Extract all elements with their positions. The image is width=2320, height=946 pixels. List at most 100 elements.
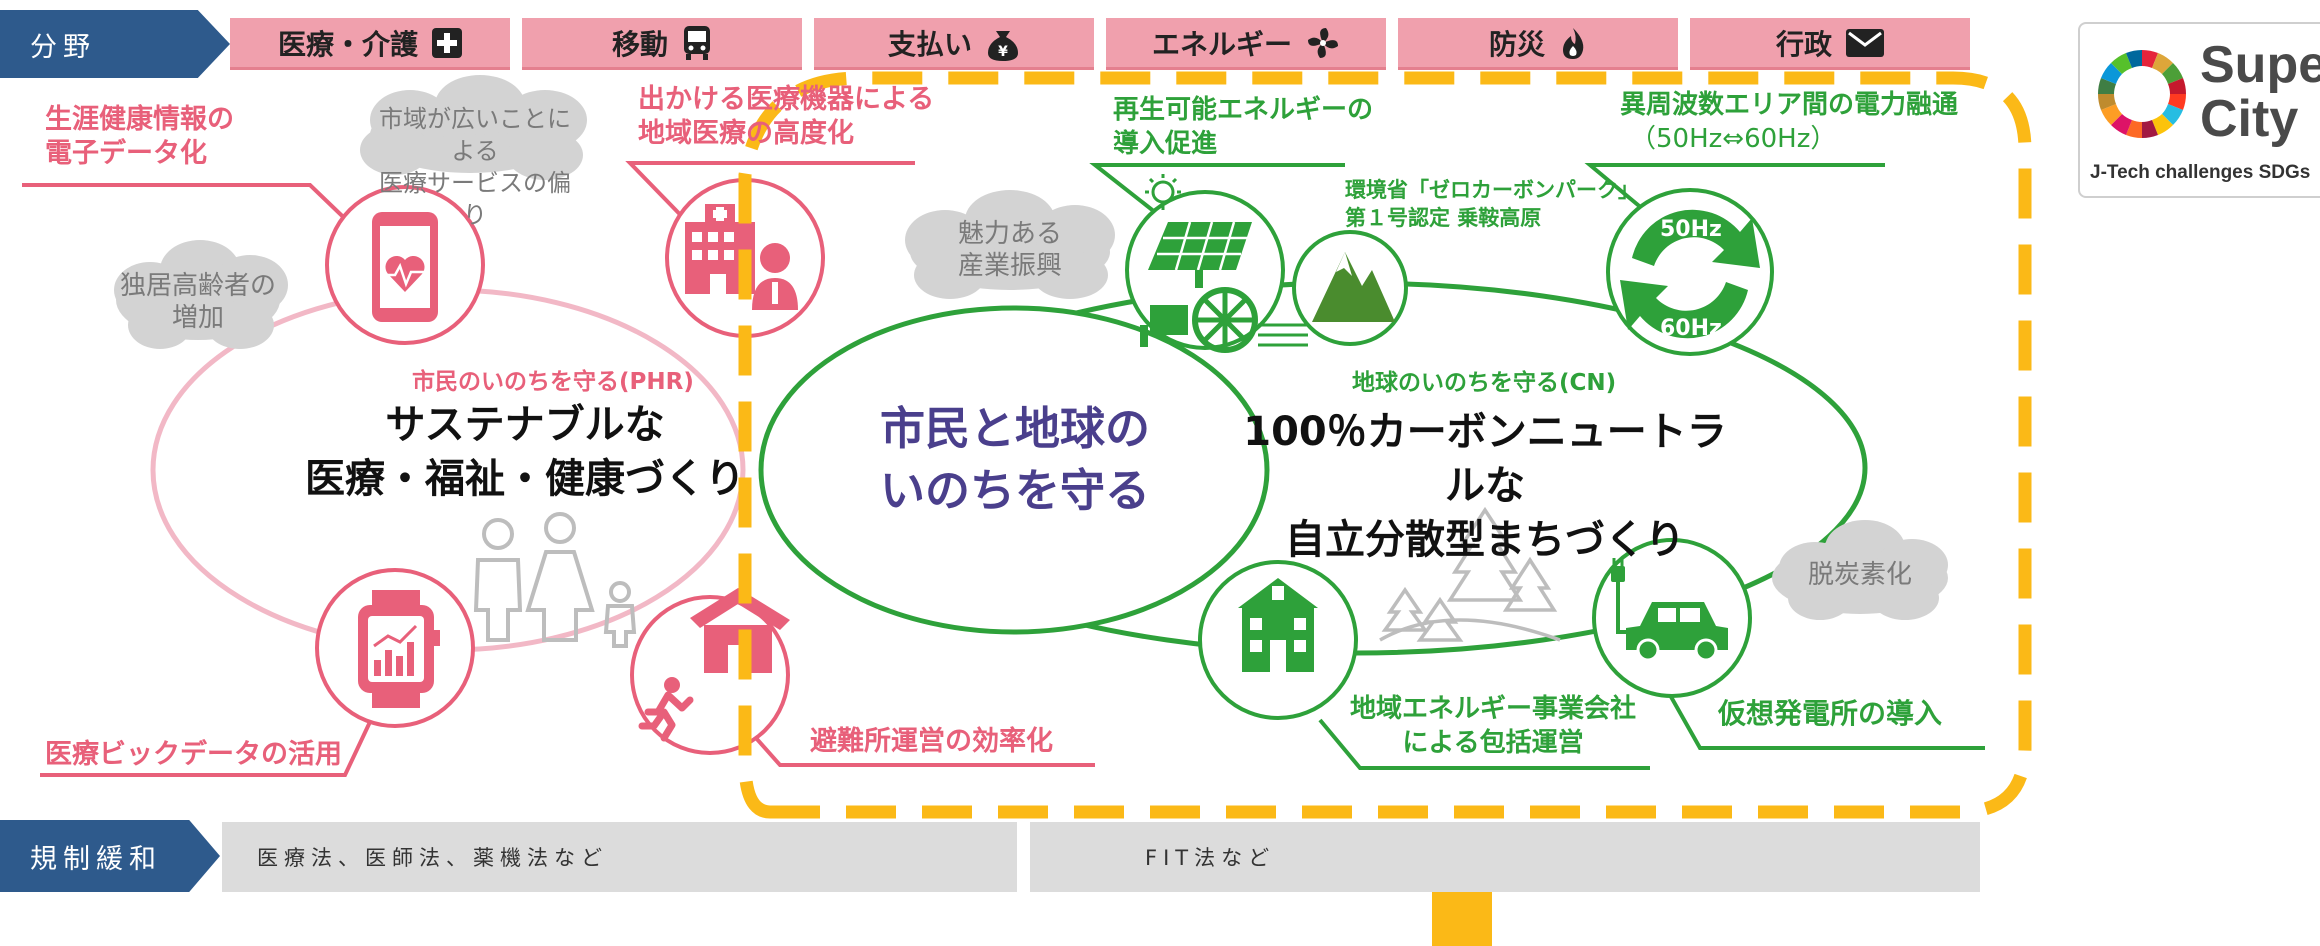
kisei-label-text: 規制緩和 — [30, 843, 162, 875]
mail-icon — [1846, 28, 1884, 57]
tab-payment[interactable]: 支払い ¥ — [814, 18, 1094, 70]
kisei-label: 規制緩和 — [0, 820, 220, 892]
tab-disaster-prevention[interactable]: 防災 — [1398, 18, 1678, 70]
logo-tagline: J-Tech challenges SDGs — [2090, 162, 2311, 183]
hz50-label: 50Hz — [1660, 217, 1722, 242]
regulation-box-medical: 医療法、医師法、薬機法など — [222, 822, 1017, 892]
tab-label: 支払い — [887, 27, 972, 61]
regulation-text: 医療法、医師法、薬機法など — [257, 846, 608, 870]
item-health-data: 生涯健康情報の 電子データ化 — [45, 103, 234, 171]
item-frequency-interchange: 異周波数エリア間の電力融通 （50Hz⇔60Hz） — [1620, 88, 1958, 156]
text-line: いのちを守る — [879, 464, 1150, 517]
frequency-arrows-icon — [1620, 209, 1760, 339]
tab-label: 行政 — [1775, 27, 1832, 61]
text-line: 市域が広いことによる — [379, 105, 571, 165]
mountain-icon — [1312, 252, 1395, 322]
cloud-industry — [905, 190, 1115, 299]
logo-super: Super — [2200, 36, 2320, 94]
item-virtual-power-plant: 仮想発電所の導入 — [1718, 697, 1943, 730]
phone-heart-icon — [372, 212, 438, 322]
right-main-title: 100％カーボンニュートラルな 自立分散型まちづくり — [1230, 405, 1740, 567]
text-line: 異周波数エリア間の電力融通 — [1620, 90, 1959, 120]
text-line: 環境省「ゼロカーボンパーク」 — [1345, 178, 1639, 202]
connector-line — [1668, 694, 1985, 750]
center-title: 市民と地球の いのちを守る — [830, 398, 1200, 522]
center-ellipse — [758, 305, 1270, 635]
text-line: 医療サービスの偏り — [379, 169, 571, 229]
connector-line — [1584, 163, 1885, 217]
cloud-elderly — [114, 240, 288, 349]
connector-line — [22, 183, 364, 237]
item-regional-energy-company: 地域エネルギー事業会社 による包括運営 — [1350, 692, 1636, 760]
yen-bag-icon: ¥ — [988, 30, 1018, 61]
cloud-elderly-text: 独居高齢者の 増加 — [118, 270, 278, 334]
solar-waterwheel-icon — [1140, 174, 1308, 353]
sdgs-wheel-icon — [2098, 49, 2186, 139]
hz60-label: 60Hz — [1660, 316, 1722, 341]
tab-energy[interactable]: エネルギー — [1106, 18, 1386, 70]
flame-icon — [1563, 27, 1584, 59]
cloud-medical-access — [360, 75, 587, 180]
logo-city: City — [2200, 90, 2299, 148]
medical-cross-icon — [432, 27, 462, 58]
text-line: 医療・福祉・健康づくり — [305, 456, 745, 502]
text-line: 産業振興 — [957, 251, 1062, 281]
regulation-box-fit: FIT法など — [1030, 822, 1980, 892]
text-line: 出かける医療機器による — [638, 84, 935, 115]
text-line: 再生可能エネルギーの — [1113, 95, 1374, 125]
connector-line — [1318, 718, 1650, 770]
bunya-label: 分野 — [0, 10, 230, 78]
left-main-title: サステナブルな 医療・福祉・健康づくり — [300, 398, 750, 506]
text-line: 導入促進 — [1113, 129, 1218, 159]
phr-label: 市民のいのちを守る(PHR) — [412, 369, 694, 395]
forest-icon — [1379, 506, 1561, 642]
regulation-text: FIT法など — [1145, 846, 1276, 870]
text-line: （50Hz⇔60Hz） — [1630, 124, 1837, 154]
item-shelter-efficiency: 避難所運営の効率化 — [810, 726, 1053, 757]
tab-label: エネルギー — [1151, 27, 1292, 61]
text-line: 地域エネルギー事業会社 — [1350, 694, 1637, 724]
text-line: 第１号認定 乗鞍高原 — [1345, 206, 1542, 230]
text-line: による包括運営 — [1402, 728, 1584, 758]
tab-medical-care[interactable]: 医療・介護 — [230, 18, 510, 70]
super-city-logo: Super City J-Tech challenges SDGs — [2078, 22, 2320, 198]
municipal-building-icon — [1238, 578, 1318, 672]
connector-line — [1089, 163, 1345, 222]
item-zero-carbon-park: 環境省「ゼロカーボンパーク」 第１号認定 乗鞍高原 — [1345, 176, 1639, 232]
bus-icon — [684, 25, 710, 60]
text-line: 増加 — [171, 303, 224, 333]
item-medical-bigdata: 医療ビックデータの活用 — [45, 739, 342, 770]
tab-mobility[interactable]: 移動 — [522, 18, 802, 70]
ev-car-icon — [1611, 558, 1728, 662]
connector-line — [625, 161, 915, 237]
text-line: 魅力ある — [957, 219, 1062, 249]
cloud-decarbonization — [1772, 520, 1948, 620]
fan-icon — [1308, 27, 1338, 58]
text-line: 地域医療の高度化 — [638, 118, 854, 149]
evacuation-icon — [638, 588, 790, 742]
hospital-doctor-icon — [685, 204, 798, 310]
text-line: 自立分散型まちづくり — [1285, 517, 1685, 563]
cn-label: 地球のいのちを守る(CN) — [1352, 370, 1617, 396]
text-line: サステナブルな — [385, 402, 665, 448]
tab-label: 防災 — [1488, 27, 1545, 61]
tab-label: 移動 — [611, 27, 668, 61]
text-line: 生涯健康情報の — [45, 104, 234, 135]
item-mobile-medical: 出かける医療機器による 地域医療の高度化 — [638, 83, 934, 151]
bunya-label-text: 分野 — [30, 31, 96, 63]
text-line: 独居高齢者の — [119, 271, 276, 301]
tab-label: 医療・介護 — [277, 27, 418, 61]
text-line: 市民と地球の — [879, 402, 1150, 455]
people-icon — [473, 512, 637, 648]
focus-region-dashed — [738, 71, 2032, 819]
cloud-medical-access-text: 市域が広いことによる 医療サービスの偏り — [370, 103, 580, 231]
item-renewable-energy: 再生可能エネルギーの 導入促進 — [1113, 93, 1373, 161]
cloud-decarbonization-text: 脱炭素化 — [1807, 560, 1912, 590]
smartwatch-icon — [358, 590, 440, 708]
cloud-industry-text: 魅力ある 産業振興 — [930, 218, 1090, 282]
tab-administration[interactable]: 行政 — [1690, 18, 1970, 70]
text-line: 電子データ化 — [45, 138, 207, 169]
svg-text:¥: ¥ — [998, 44, 1008, 60]
text-line: 100％カーボンニュートラルな — [1243, 409, 1727, 509]
